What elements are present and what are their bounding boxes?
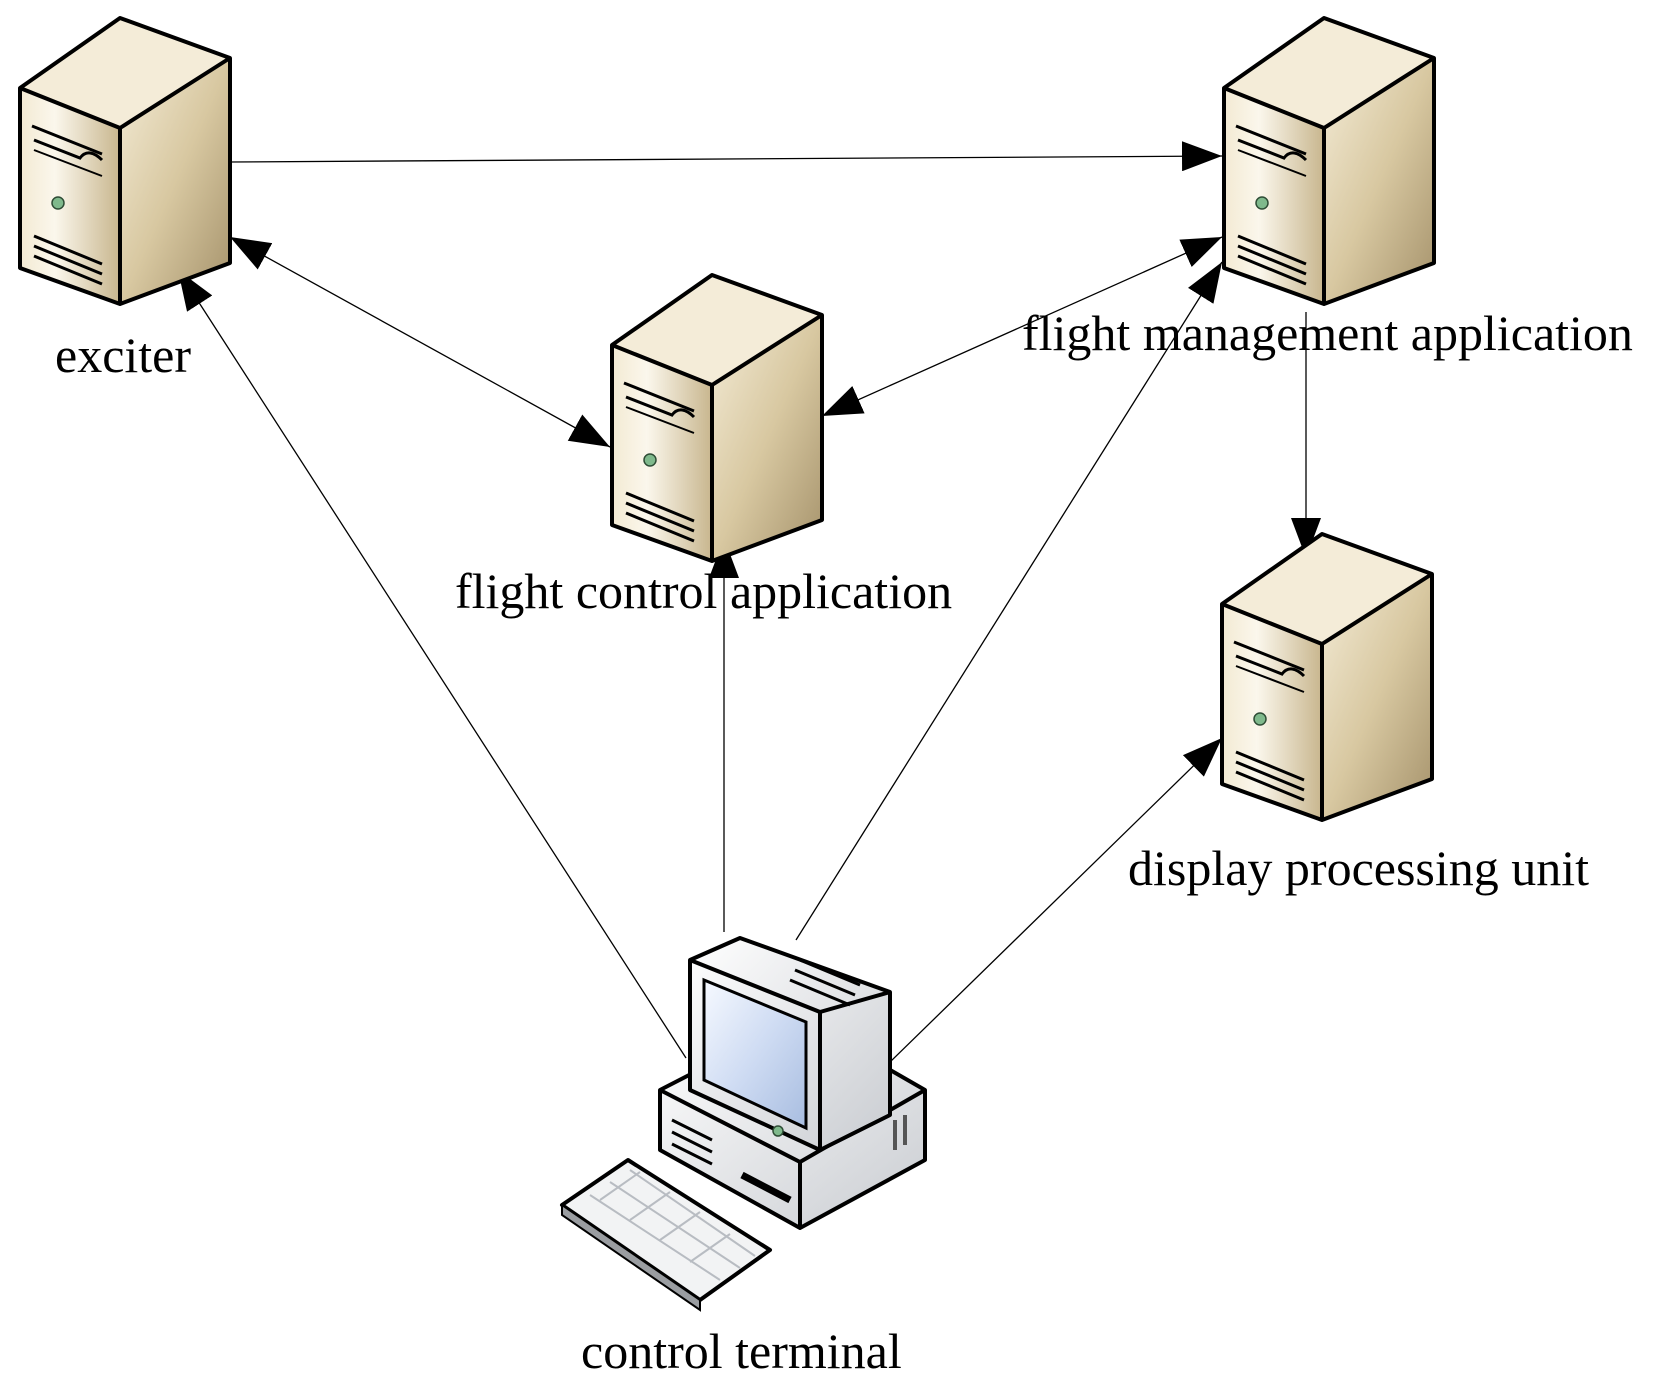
edge-terminal-to-exciter	[177, 269, 687, 1059]
edge-flight-control-flight-management	[821, 236, 1223, 417]
connections	[177, 141, 1321, 1065]
edge-terminal-to-flight-management	[795, 261, 1223, 941]
server-tower-icon	[18, 16, 232, 306]
server-tower-icon	[1222, 16, 1436, 306]
desktop-computer-icon	[560, 936, 927, 1312]
flight-management-label: flight management application	[1022, 305, 1633, 361]
server-tower-icon	[1220, 532, 1434, 822]
flight-control-label: flight control application	[455, 563, 952, 619]
edge-terminal-to-display	[887, 737, 1223, 1065]
display-processing-label: display processing unit	[1128, 840, 1589, 896]
edge-exciter-flight-control	[229, 236, 611, 448]
edge-exciter-to-flight-management	[229, 141, 1223, 172]
server-tower-icon	[610, 273, 824, 563]
control-terminal-label: control terminal	[581, 1323, 902, 1379]
exciter-label: exciter	[55, 327, 191, 383]
